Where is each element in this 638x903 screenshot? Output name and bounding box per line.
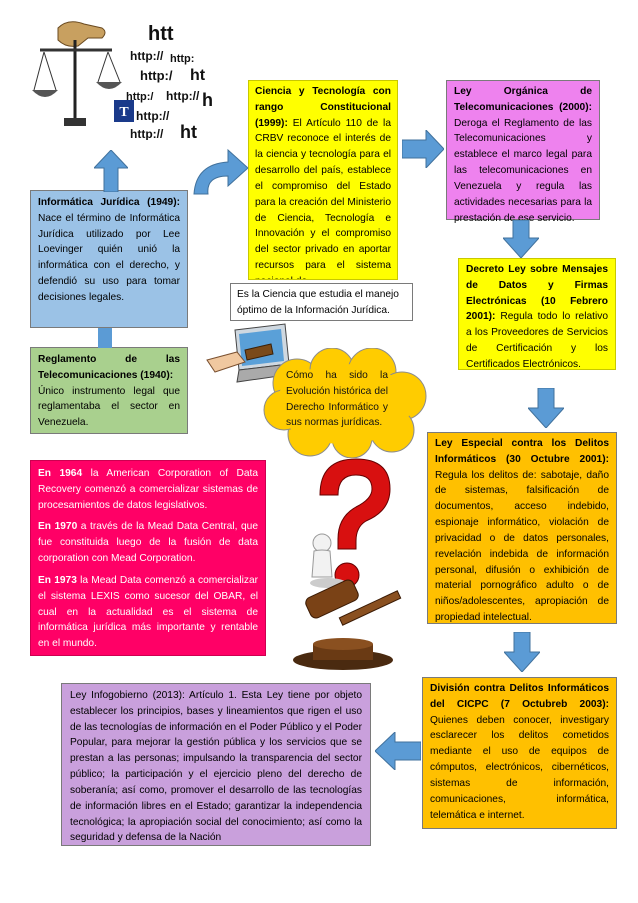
justice-scale-http-icon: T htt http:// http: http:/ ht http:/ htt… xyxy=(30,10,220,140)
cloud-text: Cómo ha sido la Evolución histórica del … xyxy=(286,368,388,431)
decreto-ley-box: Decreto Ley sobre Mensajes de Datos y Fi… xyxy=(458,258,616,370)
american-corporation-box: En 1964 la American Corporation of Data … xyxy=(30,460,266,656)
ley-organica-box: Ley Orgánica de Telecomunicaciones (2000… xyxy=(446,80,600,220)
arrow-delitos-to-division xyxy=(504,632,540,672)
svg-text:http://: http:// xyxy=(136,109,170,123)
reglamento-box: Reglamento de las Telecomunicaciones (19… xyxy=(30,347,188,434)
division-cicpc-title: División contra Delitos Informáticos del… xyxy=(430,683,609,710)
arrow-ley-organica-to-decreto xyxy=(503,220,539,258)
gavel-icon xyxy=(268,560,418,675)
svg-text:T: T xyxy=(119,105,129,120)
ley-organica-title: Ley Orgánica de Telecomunicaciones (2000… xyxy=(454,86,592,113)
svg-text:ht: ht xyxy=(180,122,197,140)
ley-organica-body: Deroga el Reglamento de las Telecomunica… xyxy=(454,118,592,224)
ley-delitos-body: Regula los delitos de: sabotaje, daño de… xyxy=(435,470,609,623)
arrow-curved-to-ciencia xyxy=(192,146,248,196)
informatica-juridica-box: Informática Jurídica (1949): Nace el tér… xyxy=(30,190,188,328)
justice-scale-http-image: T htt http:// http: http:/ ht http:/ htt… xyxy=(30,10,220,140)
arrow-ciencia-to-ley-organica xyxy=(402,130,444,168)
arrow-decreto-to-delitos xyxy=(528,388,564,428)
infogobierno-text: Ley Infogobierno (2013): Artículo 1. Est… xyxy=(70,690,362,843)
american-1970: En 1970 a través de la Mead Data Central… xyxy=(38,519,258,566)
question-cloud: Cómo ha sido la Evolución histórica del … xyxy=(262,348,432,458)
ley-delitos-box: Ley Especial contra los Delitos Informát… xyxy=(427,432,617,624)
american-1964: En 1964 la American Corporation of Data … xyxy=(38,466,258,513)
infogobierno-box: Ley Infogobierno (2013): Artículo 1. Est… xyxy=(61,683,371,846)
ley-delitos-title: Ley Especial contra los Delitos Informát… xyxy=(435,438,609,465)
division-cicpc-body: Quienes deben conocer, investigary escla… xyxy=(430,715,609,821)
svg-text:http://: http:// xyxy=(130,127,164,140)
svg-text:http:: http: xyxy=(170,53,194,65)
arrow-informatica-to-reglamento xyxy=(95,328,115,348)
reglamento-title: Reglamento de las Telecomunicaciones (19… xyxy=(38,354,180,381)
svg-text:ht: ht xyxy=(190,67,206,84)
definicion-box: Es la Ciencia que estudia el manejo ópti… xyxy=(230,283,413,321)
informatica-juridica-body: Nace el término de Informática Jurídica … xyxy=(38,213,180,303)
arrow-up-to-informatica xyxy=(94,150,128,192)
division-cicpc-box: División contra Delitos Informáticos del… xyxy=(422,677,617,829)
ciencia-tecnologia-body: El Artículo 110 de la CRBV reconoce el i… xyxy=(255,118,391,280)
svg-text:http:/: http:/ xyxy=(126,91,153,103)
reglamento-body: Único instrumento legal que reglamentaba… xyxy=(38,386,180,429)
svg-text:h: h xyxy=(202,90,213,110)
definicion-text: Es la Ciencia que estudia el manejo ópti… xyxy=(237,289,399,316)
svg-text:htt: htt xyxy=(148,23,174,45)
svg-text:http://: http:// xyxy=(166,89,200,103)
american-1973: En 1973 la Mead Data comenzó a comercial… xyxy=(38,573,258,652)
svg-text:http:/: http:/ xyxy=(140,68,173,83)
ciencia-tecnologia-box: Ciencia y Tecnología con rango Constituc… xyxy=(248,80,398,280)
arrow-division-to-infogobierno xyxy=(375,732,421,770)
svg-text:http://: http:// xyxy=(130,49,164,63)
gavel-image xyxy=(268,560,418,675)
informatica-juridica-title: Informática Jurídica (1949): xyxy=(38,197,180,208)
